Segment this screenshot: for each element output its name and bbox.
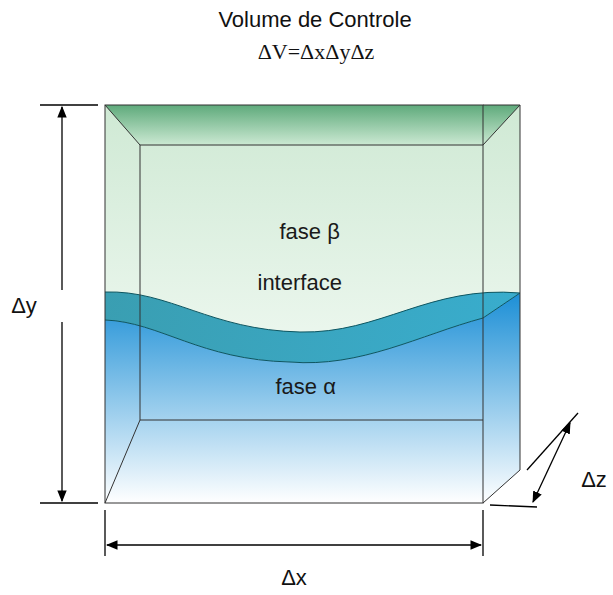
interface-band	[105, 292, 520, 363]
dimension-label: Δy	[11, 293, 37, 319]
volume-formula: ΔV=ΔxΔyΔz	[258, 39, 375, 65]
phase-label: fase α	[272, 372, 341, 402]
interface-edge	[105, 292, 520, 332]
phase-text: fase β	[280, 219, 341, 245]
box-edges	[105, 105, 520, 503]
interface-label: interface	[254, 268, 347, 298]
phase-beta-region	[105, 105, 520, 363]
title: Volume de Controle	[218, 7, 411, 33]
phase-text: fase α	[276, 374, 337, 400]
phase-text: interface	[258, 270, 343, 296]
dimension-label: Δx	[281, 565, 307, 591]
dimension-label: Δz	[581, 467, 607, 493]
dimension-lines	[40, 105, 578, 556]
interface-edge	[105, 293, 520, 363]
top-face	[105, 105, 520, 145]
phase-label: fase β	[276, 217, 345, 247]
